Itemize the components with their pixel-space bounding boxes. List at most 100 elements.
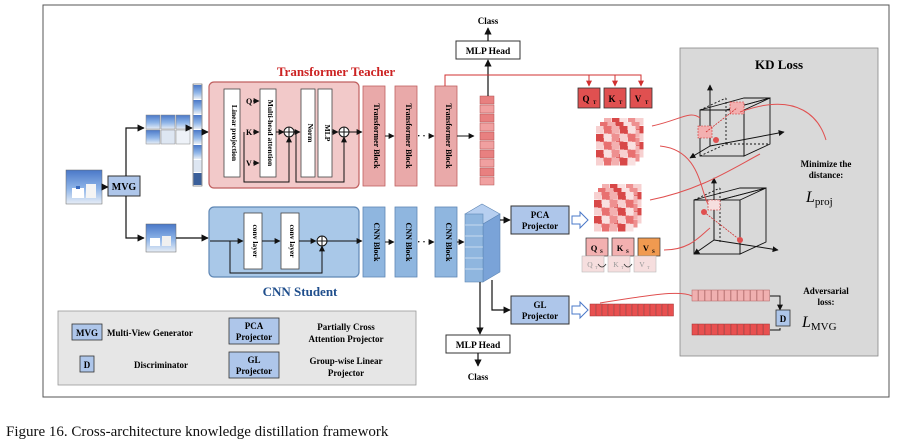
attention-cell bbox=[606, 220, 614, 228]
mvg-label: MVG bbox=[112, 182, 137, 193]
attention-cell bbox=[604, 150, 612, 158]
svg-text:S: S bbox=[600, 250, 603, 255]
attention-cell bbox=[630, 196, 638, 204]
adv-token-student bbox=[724, 323, 731, 336]
adv-token-student bbox=[737, 323, 744, 336]
attention-cell bbox=[620, 126, 628, 134]
attention-cell bbox=[628, 142, 636, 150]
adv-token-student bbox=[717, 323, 725, 336]
attention-cell bbox=[620, 150, 628, 158]
teacher-token bbox=[479, 140, 495, 150]
attention-cell bbox=[610, 184, 618, 192]
mvg-box bbox=[107, 175, 141, 197]
q-teacher-box bbox=[577, 87, 601, 109]
gl-token bbox=[655, 303, 662, 317]
teacher-token bbox=[479, 167, 495, 177]
attention-cell bbox=[628, 126, 636, 134]
svg-text:T: T bbox=[593, 101, 597, 106]
svg-text:Q: Q bbox=[582, 94, 589, 104]
attention-cell bbox=[596, 158, 604, 166]
patch-token-strip bbox=[192, 83, 203, 187]
discriminator-label: D bbox=[780, 314, 787, 324]
attention-cell bbox=[612, 150, 620, 158]
attention-cell bbox=[602, 224, 610, 232]
attention-cell bbox=[618, 184, 626, 192]
linear-projection-box bbox=[223, 88, 241, 178]
norm-label: Norm bbox=[306, 124, 315, 143]
attention-cell bbox=[600, 138, 608, 146]
svg-text:K: K bbox=[617, 243, 624, 253]
attention-cell bbox=[612, 126, 620, 134]
cnn-block-2 bbox=[394, 206, 418, 278]
bottom-class-label: Class bbox=[468, 372, 489, 382]
attention-cell bbox=[612, 158, 620, 166]
attention-cell bbox=[616, 154, 624, 162]
legend-gl-box bbox=[228, 351, 280, 379]
svg-text:V: V bbox=[635, 94, 642, 104]
bottom-mlp-head-label: MLP Head bbox=[456, 341, 501, 351]
teacher-token bbox=[479, 95, 495, 105]
k-teacher-box bbox=[603, 87, 627, 109]
attention-cell bbox=[628, 158, 636, 166]
attention-cell bbox=[598, 196, 606, 204]
adv-token-student bbox=[750, 323, 757, 336]
attention-cell bbox=[600, 130, 608, 138]
attention-cell bbox=[612, 142, 620, 150]
gl-token bbox=[661, 303, 668, 317]
svg-text:T: T bbox=[647, 265, 650, 270]
attention-cell bbox=[626, 208, 634, 216]
attention-cell bbox=[610, 200, 618, 208]
pca-projector bbox=[510, 205, 570, 235]
v-teacher-box bbox=[629, 87, 653, 109]
attention-cell bbox=[634, 192, 642, 200]
transformer-block-2 bbox=[394, 85, 418, 187]
teacher-token bbox=[479, 104, 495, 114]
attention-cell bbox=[614, 188, 622, 196]
attention-cell bbox=[624, 122, 632, 130]
attention-cell bbox=[604, 142, 612, 150]
attention-cell bbox=[622, 196, 630, 204]
adv-token-teacher bbox=[704, 289, 712, 302]
transformer-block-3-label: Transformer Block bbox=[444, 103, 453, 169]
attention-cell bbox=[600, 154, 608, 162]
attention-cell bbox=[630, 212, 638, 220]
attention-cell bbox=[614, 204, 622, 212]
figure-caption: Figure 16. Cross-architecture knowledge … bbox=[6, 424, 389, 440]
gl-projector-line2: Projector bbox=[522, 311, 558, 321]
attention-cell bbox=[610, 208, 618, 216]
attention-cell bbox=[612, 118, 620, 126]
cnn-block-1-label: CNN Block bbox=[372, 223, 381, 262]
attention-cell bbox=[624, 146, 632, 154]
cnn-block-3-label: CNN Block bbox=[444, 223, 453, 262]
adv-token-student bbox=[704, 323, 712, 336]
attention-cell bbox=[618, 192, 626, 200]
attention-cell bbox=[616, 146, 624, 154]
legend-pca-line2: Projector bbox=[236, 332, 272, 342]
adv-token-teacher bbox=[743, 289, 751, 302]
attention-cell bbox=[594, 208, 602, 216]
attention-cell bbox=[636, 150, 644, 158]
attention-cell bbox=[618, 200, 626, 208]
svg-text:V: V bbox=[643, 243, 650, 253]
attention-cell bbox=[632, 122, 640, 130]
teacher-to-cube-link bbox=[651, 114, 701, 127]
adv-token-student bbox=[763, 323, 770, 336]
transformer-block-1-label: Transformer Block bbox=[372, 103, 381, 169]
gl-token-row bbox=[589, 303, 674, 317]
attention-cell bbox=[616, 138, 624, 146]
gl-hollow-arrow-icon bbox=[571, 300, 589, 320]
attention-cell bbox=[626, 200, 634, 208]
svg-text:K: K bbox=[608, 94, 615, 104]
teacher-feature-tokens bbox=[479, 95, 495, 186]
linear-projection-label: Linear projection bbox=[230, 105, 239, 162]
gl-token bbox=[613, 303, 620, 317]
minimize-line1: Minimize the bbox=[801, 159, 852, 169]
attention-cell bbox=[622, 204, 630, 212]
attention-cell bbox=[618, 208, 626, 216]
gl-token bbox=[589, 303, 596, 317]
attention-cell bbox=[596, 150, 604, 158]
attention-cell bbox=[604, 134, 612, 142]
attention-cell bbox=[600, 146, 608, 154]
student-title: CNN Student bbox=[263, 284, 338, 299]
legend-d-text: Discriminator bbox=[134, 360, 188, 370]
